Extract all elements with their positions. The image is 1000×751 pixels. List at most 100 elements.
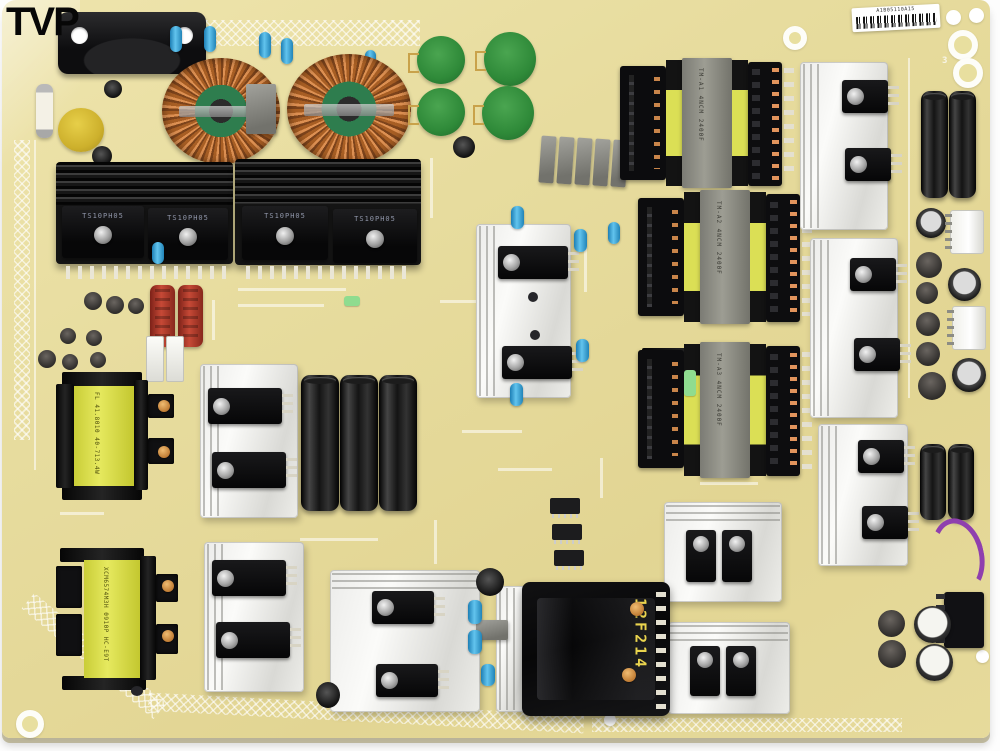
relay-white xyxy=(146,336,164,382)
pin-copper xyxy=(162,580,174,592)
hatch-pattern-left xyxy=(14,140,30,440)
core-strip xyxy=(684,344,700,476)
cap-blue xyxy=(510,383,523,406)
bulk-capacitor-3 xyxy=(379,375,417,511)
cap-dark-sm xyxy=(916,312,940,336)
silk xyxy=(440,300,486,303)
pins-row xyxy=(66,266,226,279)
to220 xyxy=(845,148,902,181)
black-bar xyxy=(140,556,156,680)
transformer-main-2: TM-A2 4NCM 2400F xyxy=(700,190,750,324)
silkscreen-mark-3-label: 3 xyxy=(942,56,948,66)
cap-blue xyxy=(259,32,271,58)
to220 xyxy=(498,246,579,279)
to220 xyxy=(842,80,899,113)
to220 xyxy=(212,452,297,488)
to220 xyxy=(208,388,293,424)
pin-comb xyxy=(766,346,800,476)
cap-blue xyxy=(152,242,164,264)
core-strip xyxy=(666,60,682,186)
pins-col xyxy=(802,200,812,316)
cap-dark-sm xyxy=(878,610,905,637)
disc-capacitor-yellow xyxy=(58,108,104,152)
module-dark xyxy=(56,614,82,656)
black-bar xyxy=(62,486,142,500)
core-strip xyxy=(750,192,766,322)
cap-dark-sm xyxy=(916,252,942,278)
black-bar xyxy=(62,372,142,386)
cap-dark-sm xyxy=(878,640,906,668)
transistor-module: TS10PH05 xyxy=(242,206,328,260)
cap-blue xyxy=(468,630,482,654)
transformer-main-3: TM-A3 4NCM 2400F xyxy=(700,342,750,478)
silk xyxy=(584,238,587,292)
transformer-main-1: TM-A1 4NCM 2400F xyxy=(682,58,732,188)
silk xyxy=(238,304,324,307)
silkscreen-mark-3: 3 xyxy=(942,56,954,68)
transformer-yellow-1: FL 41.8010 40-713.4W xyxy=(74,386,134,486)
to220 xyxy=(372,591,445,624)
cap-round-black xyxy=(92,146,112,166)
cap-dark-sm xyxy=(916,342,940,366)
to220 xyxy=(858,440,915,473)
cap-blue xyxy=(281,38,293,64)
silk xyxy=(60,512,104,515)
ac-input-bracket xyxy=(58,12,206,74)
cap-silver-top xyxy=(916,208,946,238)
cap-round-black xyxy=(476,568,504,596)
cap-blue xyxy=(576,339,589,362)
silk xyxy=(700,482,758,485)
varistor-disc xyxy=(408,36,465,84)
core-strip xyxy=(750,344,766,476)
gray-block xyxy=(476,620,508,640)
silk xyxy=(34,140,36,470)
cap-dark-sm xyxy=(916,282,938,304)
silk xyxy=(908,58,910,398)
to220 xyxy=(212,560,297,596)
dot-dark xyxy=(131,686,143,696)
pin-copper xyxy=(162,630,174,642)
to220 xyxy=(376,664,449,697)
pins-col xyxy=(656,592,666,710)
dot-green xyxy=(344,296,360,306)
filter-capacitor-2 xyxy=(949,91,976,198)
barcode-label: A1B05110A15 xyxy=(851,3,941,33)
cap-round-black xyxy=(453,136,475,158)
transformer-yellow-1-label: FL 41.8010 40-713.4W xyxy=(93,392,100,475)
cap-round-black xyxy=(104,80,122,98)
filter-capacitor-1 xyxy=(921,91,948,198)
output-connector-2 xyxy=(947,306,986,350)
silk xyxy=(498,468,552,471)
silk xyxy=(238,288,346,291)
cap-blue xyxy=(608,222,620,244)
smalldark xyxy=(550,498,580,518)
silk xyxy=(430,158,433,218)
to220 xyxy=(216,622,301,658)
pin-block xyxy=(638,350,684,468)
black-bar xyxy=(60,548,144,562)
output-connector-1 xyxy=(945,210,984,254)
varistor-disc xyxy=(408,88,465,136)
cap-black-cyl xyxy=(948,444,974,520)
hole-small xyxy=(946,10,961,25)
hole-small xyxy=(604,714,616,726)
pin-copper xyxy=(158,400,170,412)
tvp-watermark: TVP xyxy=(6,0,80,44)
module-dark xyxy=(56,566,82,608)
transistor-module-label: TS10PH05 xyxy=(354,214,396,223)
silk xyxy=(434,520,437,564)
pins-col xyxy=(802,352,812,470)
hole-small xyxy=(976,650,989,663)
to220 xyxy=(854,338,911,371)
transformer-yellow-2: XCM6574M3H 0910P HC-E9T xyxy=(84,560,140,678)
pins-row xyxy=(246,266,414,279)
cap-silver-top xyxy=(948,268,981,301)
film-capacitor xyxy=(246,84,276,134)
black-bar xyxy=(56,384,74,488)
pins-col xyxy=(784,68,794,180)
cap-dark-sm xyxy=(84,292,102,310)
transformer-yellow-2-label: XCM6574M3H 0910P HC-E9T xyxy=(101,567,109,662)
hole-ring xyxy=(953,58,983,88)
transistor-module-label: TS10PH05 xyxy=(167,213,209,222)
